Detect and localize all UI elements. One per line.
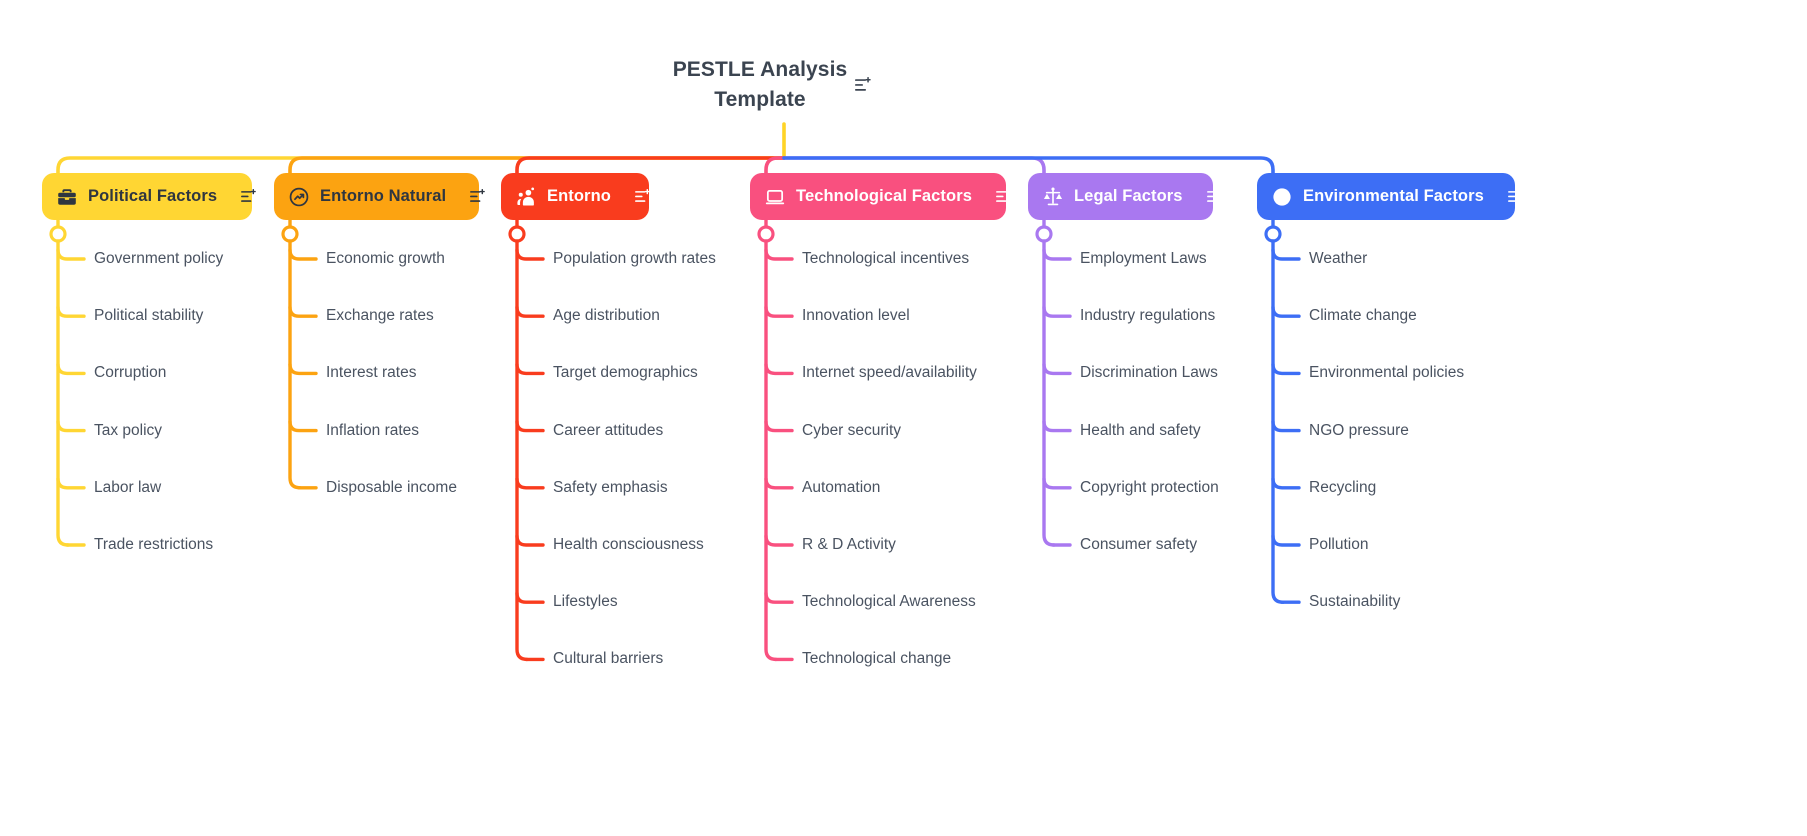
leaf-item[interactable]: R & D Activity — [802, 536, 896, 553]
leaf-item[interactable]: Government policy — [94, 250, 224, 267]
leaf-item[interactable]: Safety emphasis — [553, 478, 668, 496]
leaf-item[interactable]: Economic growth — [326, 250, 445, 267]
leaf-item[interactable]: Cyber security — [802, 421, 902, 439]
leaf-item[interactable]: Copyright protection — [1080, 478, 1219, 496]
collapse-toggle-social[interactable] — [508, 225, 526, 243]
leaf-item[interactable]: Health and safety — [1080, 421, 1201, 439]
leaf-item[interactable]: Labor law — [94, 478, 162, 496]
leaf-item[interactable]: Weather — [1309, 250, 1368, 267]
leaf-item[interactable]: Automation — [802, 478, 881, 496]
leaf-item[interactable]: Cultural barriers — [553, 650, 664, 668]
leaf-item[interactable]: Sustainability — [1309, 593, 1401, 611]
leaf-item[interactable]: Tax policy — [94, 421, 163, 439]
leaf-item[interactable]: Health consciousness — [553, 536, 704, 553]
branch-node-environmental[interactable]: Environmental Factors — [1257, 173, 1523, 220]
leaf-item[interactable]: Recycling — [1309, 478, 1377, 496]
collapse-toggle-environmental[interactable] — [1264, 225, 1282, 243]
list-settings-icon[interactable] — [1206, 189, 1224, 204]
branch-label: Technological Factors — [796, 187, 972, 205]
leaf-item[interactable]: Inflation rates — [326, 421, 420, 439]
leaf-item[interactable]: Disposable income — [326, 478, 457, 496]
leaf-item[interactable]: Technological change — [802, 650, 952, 668]
leaf-item[interactable]: Target demographics — [553, 364, 698, 382]
leaf-item[interactable]: Exchange rates — [326, 307, 434, 325]
scales-balance-icon — [1043, 187, 1063, 205]
leaf-item[interactable]: Population growth rates — [553, 250, 716, 267]
leaf-item[interactable]: Internet speed/availability — [802, 364, 977, 382]
globe-earth-icon — [1273, 187, 1291, 206]
branch-node-technological[interactable]: Technological Factors — [750, 173, 1011, 220]
root-node-title[interactable]: PESTLE Analysis Template — [650, 55, 870, 115]
leaf-item[interactable]: Technological Awareness — [802, 593, 976, 611]
leaf-item[interactable]: Career attitudes — [553, 421, 664, 439]
collapse-toggle-technological[interactable] — [757, 225, 775, 243]
trend-up-circle-icon — [289, 187, 309, 206]
list-settings-icon[interactable] — [635, 189, 652, 204]
leaf-item[interactable]: Corruption — [94, 364, 167, 382]
branch-label: Political Factors — [88, 187, 218, 205]
leaf-item[interactable]: Innovation level — [802, 307, 910, 325]
leaf-item[interactable]: Consumer safety — [1080, 536, 1198, 553]
leaf-item[interactable]: Interest rates — [326, 364, 417, 382]
leaf-item[interactable]: NGO pressure — [1309, 421, 1409, 439]
root-title-line-1: PESTLE Analysis — [672, 58, 848, 81]
leaf-item[interactable]: Climate change — [1309, 307, 1417, 325]
branch-label: Legal Factors — [1074, 187, 1183, 205]
laptop-icon — [765, 189, 785, 204]
list-settings-icon[interactable] — [855, 77, 873, 93]
list-settings-icon[interactable] — [470, 189, 487, 204]
branch-label: Entorno — [547, 187, 611, 205]
leaf-item[interactable]: Age distribution — [553, 307, 660, 325]
branch-node-legal[interactable]: Legal Factors — [1028, 173, 1222, 220]
leaf-item[interactable]: Technological incentives — [802, 250, 970, 267]
collapse-toggle-economic[interactable] — [281, 225, 299, 243]
leaf-item[interactable]: Discrimination Laws — [1080, 364, 1218, 382]
branch-node-political[interactable]: Political Factors — [42, 173, 256, 220]
leaf-item[interactable]: Environmental policies — [1309, 364, 1465, 382]
branch-node-social[interactable]: Entorno — [501, 173, 652, 220]
leaf-item[interactable]: Trade restrictions — [94, 536, 214, 553]
leaf-item[interactable]: Political stability — [94, 307, 204, 325]
users-group-icon — [517, 187, 535, 206]
leaf-item[interactable]: Employment Laws — [1080, 250, 1207, 267]
branch-label: Entorno Natural — [320, 187, 447, 205]
collapse-toggle-legal[interactable] — [1035, 225, 1053, 243]
leaf-item[interactable]: Industry regulations — [1080, 307, 1216, 325]
collapse-toggle-political[interactable] — [49, 225, 67, 243]
list-settings-icon[interactable] — [241, 189, 258, 204]
branch-label: Environmental Factors — [1303, 187, 1484, 205]
leaf-item[interactable]: Pollution — [1309, 536, 1369, 553]
branch-node-economic[interactable]: Entorno Natural — [274, 173, 485, 220]
root-title-line-2: Template — [714, 88, 806, 111]
leaf-item[interactable]: Lifestyles — [553, 593, 618, 611]
briefcase-icon — [58, 188, 76, 205]
list-settings-icon[interactable] — [1507, 189, 1525, 204]
list-settings-icon[interactable] — [996, 189, 1013, 204]
